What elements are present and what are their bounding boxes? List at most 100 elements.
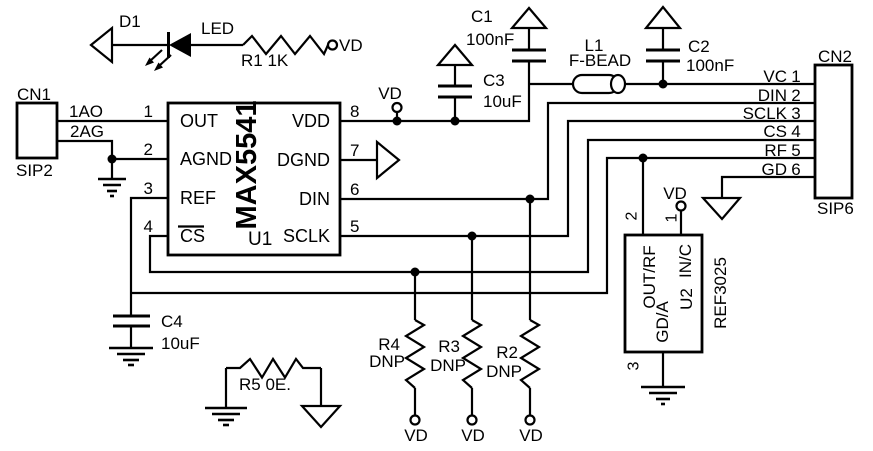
- component-r4: R4 DNP VD: [369, 319, 428, 445]
- r3-refdes: R3: [438, 337, 460, 356]
- cn2-pin3-number: 3: [791, 104, 800, 123]
- component-c3: C3 10uF: [435, 43, 522, 111]
- wire-ref-net: [129, 156, 815, 316]
- cn2-pin6-number: 6: [791, 160, 800, 179]
- u1-pin5-number: 5: [350, 217, 359, 236]
- vd-terminal-r2: [524, 414, 536, 426]
- u1-pin-vdd: VDD: [292, 111, 330, 131]
- l1-refdes: L1: [585, 36, 604, 55]
- component-r3: R3 DNP VD: [430, 319, 485, 445]
- r2-zigzag: [518, 319, 542, 389]
- c1-value: 100nF: [466, 30, 514, 49]
- u1-pin7-number: 7: [350, 141, 359, 160]
- component-r1: R1 1K VD: [241, 34, 363, 70]
- vd-net-label-r2: VD: [519, 426, 543, 445]
- cn2-body: [813, 63, 854, 200]
- cn1-pin2-net: 2AG: [70, 122, 104, 141]
- ground-arrow-left-icon: [89, 25, 114, 65]
- r4-refdes: R4: [378, 335, 400, 354]
- u2-body: [623, 233, 704, 354]
- power-section: VD C3 10uF C1 100nF L1 F-BEAD C2 100: [378, 5, 734, 114]
- u1-pin8-number: 8: [350, 102, 359, 121]
- junction-dot: [467, 231, 477, 241]
- r2-refdes: R2: [496, 343, 518, 362]
- u1-pin-dgnd: DGND: [277, 150, 330, 170]
- wire-din-net: [340, 101, 815, 416]
- led-arrowhead-1: [145, 57, 154, 66]
- c1-refdes: C1: [471, 7, 493, 26]
- u1-part-name: MAX5541: [231, 101, 263, 230]
- r5-ground-arrow-down-icon: [299, 404, 343, 429]
- cn2-pin4-number: 4: [791, 122, 800, 141]
- u1-pin1-number: 1: [144, 102, 153, 121]
- component-u2: VD 2 1 3 OUT/RF IN/C GD/A U2 REF3025: [624, 184, 730, 370]
- component-u1: OUT AGND REF CS VDD DGND DIN SCLK 1 2 3 …: [144, 101, 359, 257]
- wire-r5: [224, 368, 323, 408]
- vd-net-label-r1: VD: [339, 36, 363, 55]
- r1-zigzag: [242, 34, 330, 57]
- component-c2: C2 100nF: [643, 5, 734, 75]
- vd-terminal-r4: [409, 414, 421, 426]
- component-l1: L1 F-BEAD: [569, 36, 631, 95]
- wires: [57, 28, 815, 416]
- vd-terminal-r1: [326, 39, 339, 51]
- u1-pin3-number: 3: [144, 179, 153, 198]
- cn2-net-rf: RF: [764, 141, 787, 160]
- junction-dot: [410, 267, 420, 277]
- c3-value: 10uF: [483, 92, 522, 111]
- wire-sclk-net: [340, 119, 815, 416]
- u2-pin-outrf: OUT/RF: [640, 245, 659, 308]
- vd-terminal-r3: [466, 414, 478, 426]
- ground-symbol-agnd: [98, 177, 126, 198]
- component-c4: C4 10uF: [113, 312, 200, 353]
- cn2-net-gd: GD: [762, 160, 788, 179]
- c2-refdes: C2: [688, 37, 710, 56]
- u1-body: [166, 101, 342, 257]
- u2-pin1-number: 1: [664, 213, 681, 222]
- component-r5: R5 0E.: [226, 356, 343, 429]
- u2-refdes: U2: [677, 288, 696, 310]
- r5-zigzag: [226, 356, 321, 380]
- wire-u2-pins: [661, 210, 683, 387]
- cn2-refdes: CN2: [818, 47, 852, 66]
- u2-pin-inc: IN/C: [676, 244, 695, 278]
- component-r2: R2 DNP VD: [486, 319, 543, 445]
- cn2-package: SIP6: [817, 199, 854, 218]
- led-arrow-2: [158, 54, 172, 67]
- gd-ground-arrow-down-icon: [700, 196, 743, 221]
- u1-pin-out: OUT: [180, 111, 218, 131]
- u1-pin-din: DIN: [299, 189, 330, 209]
- c2-value: 100nF: [686, 56, 734, 75]
- vd-net-label-r3: VD: [461, 426, 485, 445]
- wire-cs-net: [148, 138, 815, 416]
- junction-dot: [525, 194, 535, 204]
- u1-pin6-number: 6: [350, 180, 359, 199]
- junction-dot: [107, 154, 117, 164]
- component-c1: C1 100nF: [466, 6, 549, 63]
- r5-label: R5 0E.: [239, 375, 291, 394]
- cn2-pin5-number: 5: [791, 141, 800, 160]
- cn2-net-vc: VC: [763, 67, 787, 86]
- c4-refdes: C4: [161, 312, 183, 331]
- cn1-package: SIP2: [16, 161, 53, 180]
- vd-net-label-top: VD: [378, 84, 402, 103]
- component-cn1: CN1 SIP2 1AO 2AG: [15, 85, 104, 180]
- led-arrowhead-2: [154, 62, 163, 71]
- r4-dnp-note: DNP: [369, 352, 405, 371]
- cn1-pin1-net: 1AO: [69, 102, 103, 121]
- d1-refdes: D1: [119, 12, 141, 31]
- vd-terminal-u2: [675, 200, 687, 212]
- dgnd-arrow-right-icon: [375, 139, 401, 181]
- cn2-net-din: DIN: [758, 86, 787, 105]
- junction-dot: [450, 116, 460, 126]
- c3-power-arrow-up-icon: [435, 43, 475, 67]
- cn2-pin2-number: 2: [791, 86, 800, 105]
- u1-pin-agnd: AGND: [180, 149, 232, 169]
- u1-pin-cs: CS: [180, 226, 205, 246]
- u2-pin-gda: GD/A: [653, 301, 672, 343]
- d1-type-label: LED: [201, 19, 234, 38]
- u1-pin4-number: 4: [144, 217, 153, 236]
- led-triangle-icon: [169, 33, 191, 57]
